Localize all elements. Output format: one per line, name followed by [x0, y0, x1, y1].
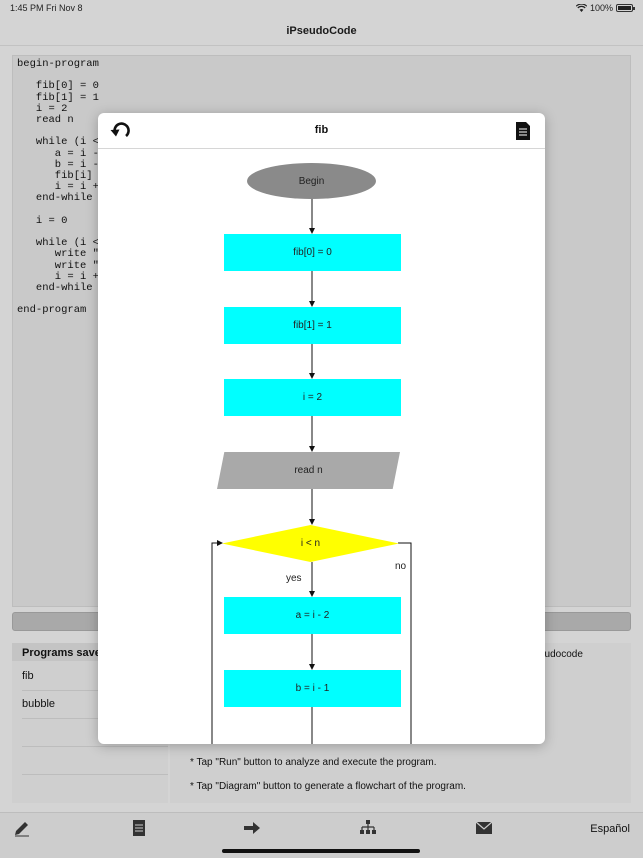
- battery-percent: 100%: [589, 3, 613, 13]
- status-time: 1:45 PM: [10, 3, 44, 13]
- flow-node-process[interactable]: b = i - 1: [224, 670, 401, 707]
- list-item[interactable]: [22, 747, 168, 775]
- status-right: 100%: [575, 3, 635, 13]
- battery-icon: [616, 4, 635, 12]
- nav-title: iPseudoCode: [0, 18, 643, 46]
- flowchart-connectors: [211, 199, 412, 744]
- list-item[interactable]: fib: [22, 663, 168, 691]
- flow-node-process[interactable]: a = i - 2: [224, 597, 401, 634]
- status-bar: 1:45 PM Fri Nov 8 100%: [0, 0, 643, 18]
- flowchart-canvas: Begin fib[0] = 0 fib[1] = 1 i = 2 read n…: [98, 149, 545, 744]
- flow-node-process[interactable]: fib[1] = 1: [224, 307, 401, 344]
- status-date: Fri Nov 8: [46, 3, 83, 13]
- document-icon[interactable]: [130, 819, 154, 839]
- undo-icon[interactable]: [110, 121, 132, 139]
- flow-node-begin[interactable]: Begin: [247, 163, 376, 199]
- document-icon[interactable]: [515, 122, 531, 140]
- flow-node-input[interactable]: read n: [217, 452, 400, 489]
- flow-node-process[interactable]: fib[0] = 0: [224, 234, 401, 271]
- modal-title: fib: [314, 124, 329, 136]
- tip-run: * Tap "Run" button to analyze and execut…: [190, 757, 437, 768]
- yes-label: yes: [286, 573, 302, 584]
- language-button[interactable]: Español: [590, 823, 630, 835]
- no-label: no: [395, 561, 407, 572]
- arrow-right-icon[interactable]: [243, 819, 267, 839]
- pencil-icon[interactable]: [13, 819, 37, 839]
- hierarchy-icon[interactable]: [359, 819, 383, 839]
- info-title: eudocode: [539, 649, 583, 660]
- list-item[interactable]: bubble: [22, 691, 168, 719]
- wifi-icon: [575, 4, 587, 12]
- flow-node-process[interactable]: i = 2: [224, 379, 401, 416]
- list-item[interactable]: [22, 719, 168, 747]
- envelope-icon[interactable]: [475, 819, 499, 839]
- tip-diagram: * Tap "Diagram" button to generate a flo…: [190, 781, 466, 792]
- home-indicator: [222, 849, 420, 853]
- modal-header: fib: [98, 113, 545, 149]
- flowchart-modal: fib Begin fib[0] = 0 fib[1: [98, 113, 545, 744]
